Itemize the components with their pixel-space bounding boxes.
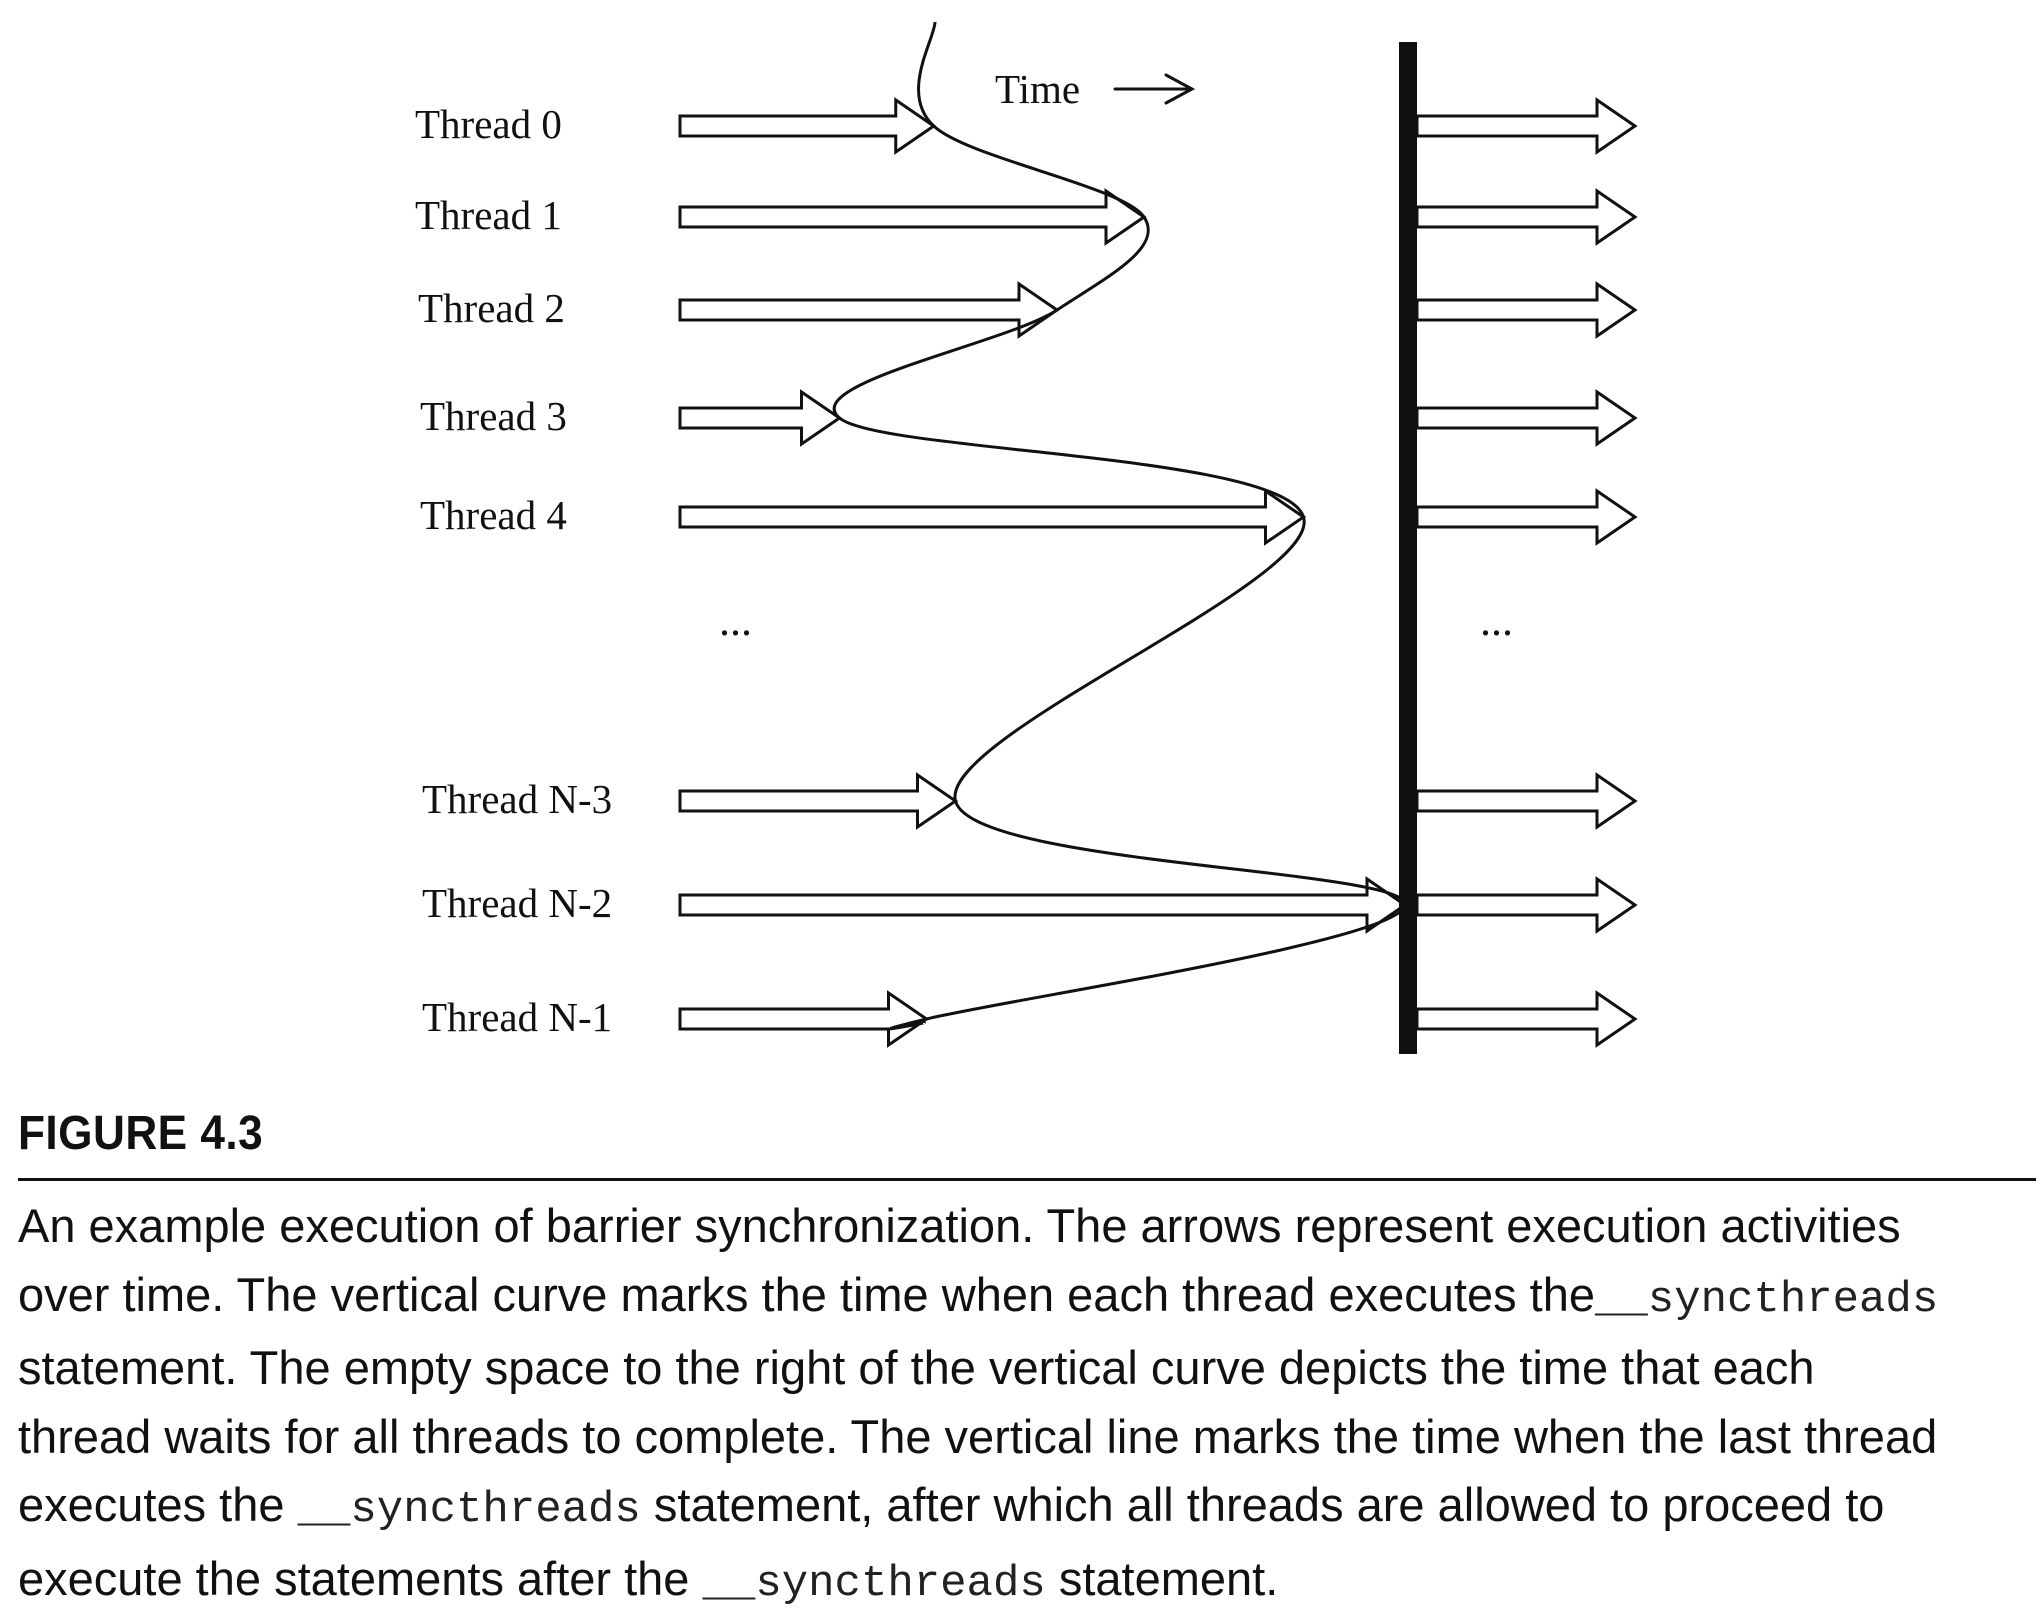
post-barrier-arrow bbox=[1417, 491, 1635, 543]
caption-text: execute the statements after the bbox=[18, 1552, 703, 1605]
thread-label: Thread 0 bbox=[415, 101, 562, 147]
caption-text: statement. bbox=[1046, 1552, 1279, 1605]
post-barrier-arrow bbox=[1417, 879, 1635, 931]
barrier-line bbox=[1399, 42, 1417, 1054]
caption-line-4: thread waits for all threads to complete… bbox=[18, 1403, 2028, 1472]
caption-line-2: over time. The vertical curve marks the … bbox=[18, 1261, 2028, 1335]
thread-label: Thread 1 bbox=[415, 192, 562, 238]
thread-execution-arrow bbox=[680, 775, 956, 827]
right-ellipsis: ... bbox=[1480, 596, 1513, 645]
thread-label: Thread N-1 bbox=[422, 994, 612, 1040]
post-barrier-arrow bbox=[1417, 284, 1635, 336]
post-barrier-arrow bbox=[1417, 392, 1635, 444]
thread-label: Thread 3 bbox=[420, 393, 567, 439]
figure-title: FIGURE 4.3 bbox=[18, 1106, 263, 1161]
caption-text: statement, after which all threads are a… bbox=[641, 1478, 1885, 1531]
barrier-sync-diagram: Time Thread 0 Thread 1 Thread 2 Thread 3 Thr… bbox=[0, 0, 2043, 1100]
thread-execution-arrow bbox=[680, 191, 1144, 243]
post-barrier-arrow bbox=[1417, 191, 1635, 243]
thread-execution-arrow bbox=[680, 879, 1405, 931]
caption-code: __syncthreads bbox=[703, 1559, 1046, 1609]
thread-execution-arrow bbox=[680, 284, 1057, 336]
thread-execution-arrow bbox=[680, 392, 840, 444]
caption-line-5: executes the __syncthreads statement, af… bbox=[18, 1471, 2028, 1545]
thread-label: Thread N-3 bbox=[422, 776, 612, 822]
thread-execution-arrow bbox=[680, 491, 1304, 543]
thread-label: Thread N-2 bbox=[422, 880, 612, 926]
figure-caption: An example execution of barrier synchron… bbox=[18, 1192, 2028, 1618]
caption-text: over time. The vertical curve marks the … bbox=[18, 1268, 1595, 1321]
thread-execution-arrow bbox=[680, 993, 927, 1045]
caption-line-1: An example execution of barrier synchron… bbox=[18, 1192, 2028, 1261]
caption-line-3: statement. The empty space to the right … bbox=[18, 1334, 2028, 1403]
thread-execution-arrow bbox=[680, 100, 934, 152]
time-arrow-icon bbox=[1115, 75, 1192, 103]
caption-line-6: execute the statements after the __synct… bbox=[18, 1545, 2028, 1618]
thread-label: Thread 4 bbox=[420, 492, 567, 538]
post-barrier-arrow bbox=[1417, 993, 1635, 1045]
caption-code: __syncthreads bbox=[298, 1485, 641, 1535]
time-label: Time bbox=[995, 66, 1080, 112]
thread-label: Thread 2 bbox=[418, 285, 565, 331]
left-ellipsis: ... bbox=[719, 596, 752, 645]
figure-divider bbox=[18, 1178, 2036, 1181]
caption-code: __syncthreads bbox=[1595, 1275, 1938, 1325]
post-barrier-arrow bbox=[1417, 100, 1635, 152]
post-barrier-arrow bbox=[1417, 775, 1635, 827]
caption-text: executes the bbox=[18, 1478, 298, 1531]
